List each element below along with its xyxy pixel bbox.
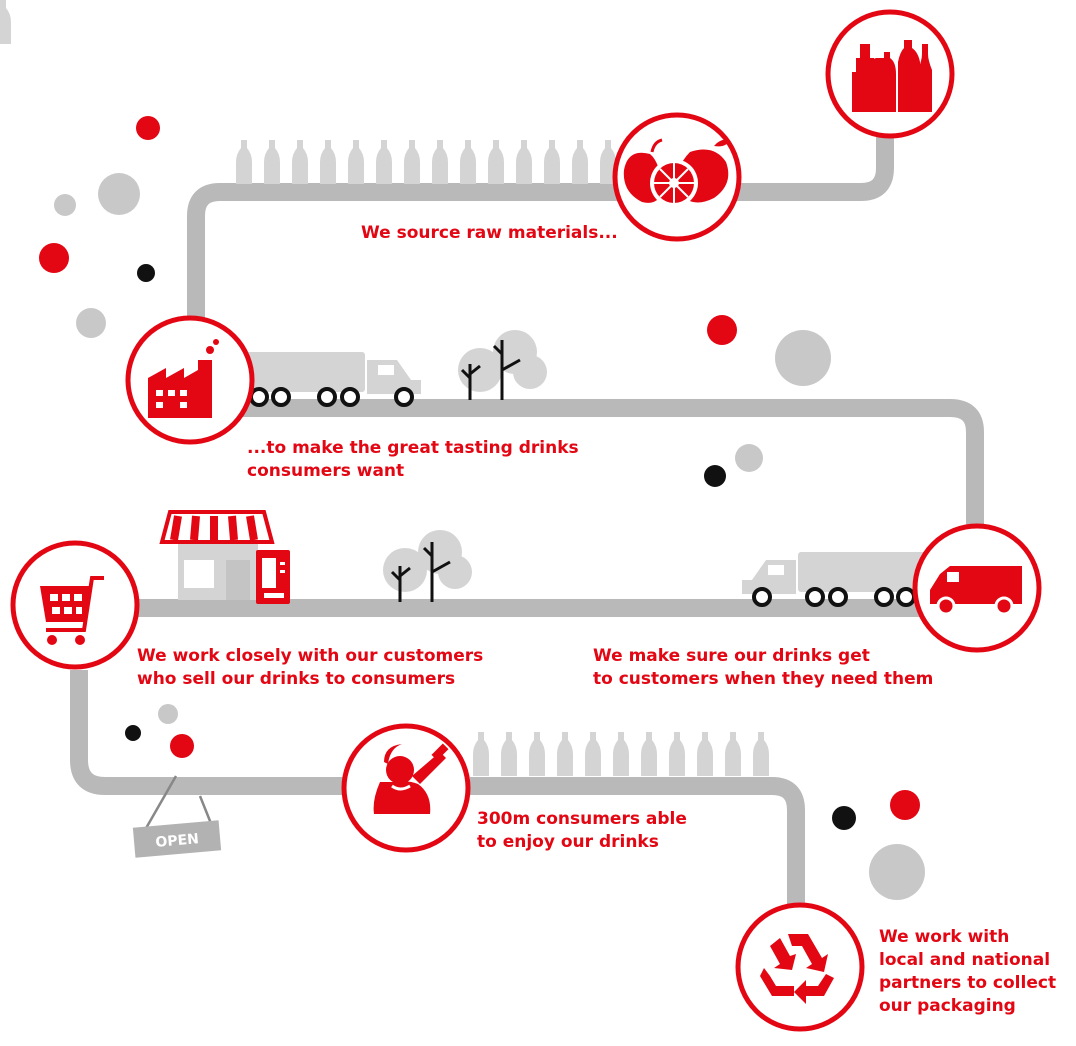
factory-icon [148,339,219,418]
caption-deliver-line-2: to customers when they need them [593,669,934,689]
fruit-icon [623,138,730,207]
step-deliver-circle [912,523,1042,653]
bottle-row-bottom [473,732,769,776]
shop [159,510,290,604]
caption-recycle-line-4: our packaging [879,996,1016,1016]
caption-recycle-line-2: local and national [879,950,1051,970]
bottles-circle [825,9,955,139]
caption-make: ...to make the great tasting drinks cons… [247,437,579,483]
caption-customers-line-1: We work closely with our customers [137,646,484,666]
caption-customers-line-2: who sell our drinks to consumers [137,669,456,689]
bottles-icon [852,40,932,112]
caption-consumers: 300m consumers able to enjoy our drinks [477,808,687,854]
caption-consumers-line-1: 300m consumers able [477,809,687,829]
road-path [70,90,984,912]
bottle-row-top [0,0,616,184]
caption-source: We source raw materials... [361,222,618,245]
caption-make-line-2: consumers want [247,461,405,481]
trees-top [458,330,547,400]
caption-recycle-line-3: partners to collect [879,973,1057,993]
step-customers-circle [10,540,140,670]
decorative-dots [39,116,925,900]
delivery-van-icon [930,566,1022,616]
open-sign-label: OPEN [155,831,200,851]
caption-customers: We work closely with our customers who s… [137,645,483,691]
caption-recycle: We work with local and national partners… [879,926,1056,1018]
step-source-circle [612,112,742,242]
shopping-cart-icon [40,576,104,645]
open-sign: OPEN [132,775,222,858]
caption-recycle-line-1: We work with [879,927,1010,947]
trees-middle [383,530,472,602]
person-drinking-icon [373,743,449,814]
caption-deliver-line-1: We make sure our drinks get [593,646,870,666]
vending-machine [256,550,290,604]
step-recycle-circle [735,902,865,1032]
step-consumers-circle [341,723,471,853]
truck-middle [742,552,928,607]
caption-consumers-line-2: to enjoy our drinks [477,832,659,852]
recycle-icon [760,934,834,1004]
caption-source-line-1: We source raw materials... [361,223,618,243]
step-make-circle [125,315,255,445]
truck-top [245,352,421,407]
caption-deliver: We make sure our drinks get to customers… [593,645,933,691]
caption-make-line-1: ...to make the great tasting drinks [247,438,579,458]
